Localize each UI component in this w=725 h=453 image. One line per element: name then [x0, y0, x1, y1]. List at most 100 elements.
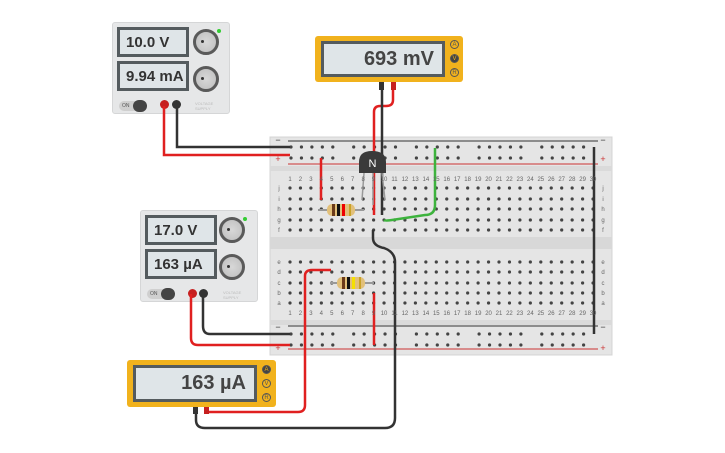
rail-hole[interactable] [310, 156, 314, 160]
hole[interactable] [518, 207, 522, 211]
hole[interactable] [455, 186, 459, 190]
rail-hole[interactable] [425, 156, 429, 160]
hole[interactable] [466, 270, 470, 274]
rail-hole[interactable] [362, 145, 366, 149]
hole[interactable] [570, 301, 574, 305]
rail-hole[interactable] [561, 156, 565, 160]
hole[interactable] [351, 186, 355, 190]
hole[interactable] [455, 301, 459, 305]
hole[interactable] [581, 281, 585, 285]
hole[interactable] [434, 281, 438, 285]
rail-hole[interactable] [435, 332, 439, 336]
hole[interactable] [340, 197, 344, 201]
hole[interactable] [319, 260, 323, 264]
rail-hole[interactable] [540, 343, 544, 347]
hole[interactable] [486, 281, 491, 285]
rail-hole[interactable] [320, 332, 324, 336]
rail-hole[interactable] [571, 145, 575, 149]
hole[interactable] [424, 207, 428, 211]
rail-hole[interactable] [498, 145, 502, 149]
rail-hole[interactable] [477, 332, 481, 336]
hole[interactable] [476, 301, 480, 305]
hole[interactable] [570, 228, 574, 232]
probe-black[interactable] [379, 82, 384, 90]
hole[interactable] [455, 218, 459, 222]
hole[interactable] [455, 228, 459, 232]
hole[interactable] [528, 270, 532, 274]
hole[interactable] [434, 270, 438, 274]
hole[interactable] [518, 291, 522, 295]
hole[interactable] [455, 291, 459, 295]
hole[interactable] [382, 228, 386, 232]
hole[interactable] [403, 281, 407, 285]
rail-hole[interactable] [320, 343, 324, 347]
hole[interactable] [455, 270, 459, 274]
hole[interactable] [476, 197, 480, 201]
hole[interactable] [560, 228, 564, 232]
hole[interactable] [330, 260, 334, 264]
hole[interactable] [403, 207, 407, 211]
hole[interactable] [330, 291, 334, 295]
hole[interactable] [403, 197, 407, 201]
hole[interactable] [549, 281, 553, 285]
rail-hole[interactable] [508, 156, 513, 160]
rail-hole[interactable] [571, 332, 575, 336]
rail-hole[interactable] [508, 343, 513, 347]
hole[interactable] [413, 270, 417, 274]
rail-hole[interactable] [550, 332, 554, 336]
hole[interactable] [309, 281, 313, 285]
hole[interactable] [581, 301, 585, 305]
hole[interactable] [507, 291, 512, 295]
hole[interactable] [466, 186, 470, 190]
hole[interactable] [319, 301, 323, 305]
hole[interactable] [486, 207, 491, 211]
hole[interactable] [486, 301, 491, 305]
hole[interactable] [351, 260, 355, 264]
hole[interactable] [403, 186, 407, 190]
hole[interactable] [539, 270, 543, 274]
hole[interactable] [507, 270, 512, 274]
hole[interactable] [382, 291, 386, 295]
negative-terminal[interactable] [199, 289, 208, 298]
hole[interactable] [309, 301, 313, 305]
hole[interactable] [340, 270, 344, 274]
rail-hole[interactable] [487, 332, 492, 336]
hole[interactable] [549, 218, 553, 222]
hole[interactable] [497, 270, 501, 274]
hole[interactable] [330, 197, 334, 201]
hole[interactable] [518, 228, 522, 232]
hole[interactable] [445, 291, 449, 295]
rail-hole[interactable] [320, 145, 324, 149]
hole[interactable] [486, 186, 491, 190]
hole[interactable] [298, 186, 303, 190]
hole[interactable] [455, 260, 459, 264]
hole[interactable] [309, 207, 313, 211]
resistor-bottom[interactable] [330, 277, 374, 289]
hole[interactable] [351, 228, 355, 232]
wire-black-emitter[interactable] [194, 230, 397, 430]
hole[interactable] [288, 197, 292, 201]
hole[interactable] [455, 281, 459, 285]
hole[interactable] [445, 218, 449, 222]
hole[interactable] [445, 207, 449, 211]
hole[interactable] [403, 228, 407, 232]
rail-hole[interactable] [571, 343, 575, 347]
hole[interactable] [570, 207, 574, 211]
hole[interactable] [392, 197, 397, 201]
hole[interactable] [539, 260, 543, 264]
hole[interactable] [382, 281, 386, 285]
hole[interactable] [298, 197, 303, 201]
hole[interactable] [413, 301, 417, 305]
rail-hole[interactable] [487, 343, 492, 347]
hole[interactable] [507, 301, 512, 305]
hole[interactable] [476, 260, 480, 264]
hole[interactable] [570, 186, 574, 190]
hole[interactable] [497, 260, 501, 264]
rail-hole[interactable] [498, 156, 502, 160]
rail-hole[interactable] [456, 343, 460, 347]
rail-hole[interactable] [519, 332, 523, 336]
rail-hole[interactable] [414, 343, 418, 347]
hole[interactable] [382, 270, 386, 274]
hole[interactable] [549, 270, 553, 274]
current-knob[interactable] [193, 66, 219, 92]
